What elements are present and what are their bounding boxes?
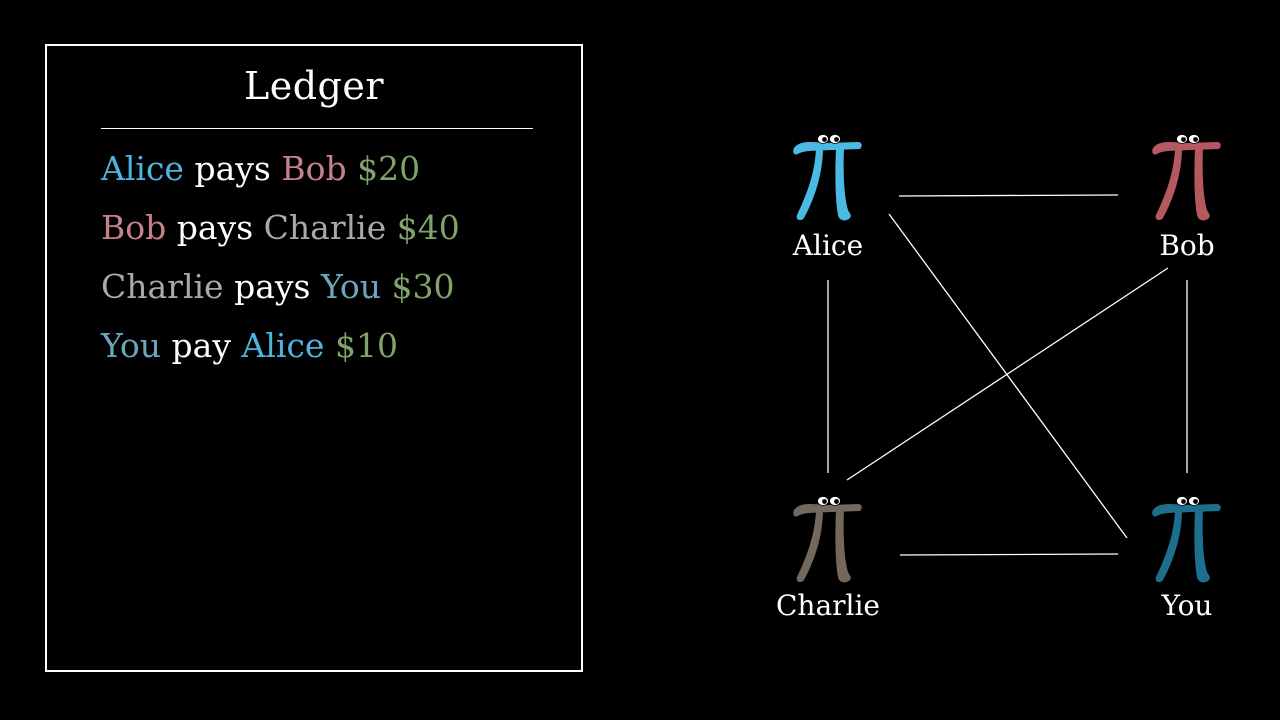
entry-payer: Bob bbox=[101, 208, 167, 247]
edge-bob-charlie bbox=[846, 267, 1169, 481]
node-charlie: Charlie bbox=[776, 496, 880, 622]
entry-amount: $20 bbox=[357, 149, 421, 188]
edge-alice-you bbox=[888, 213, 1128, 539]
entry-amount: $40 bbox=[396, 208, 460, 247]
node-you: You bbox=[1152, 496, 1221, 622]
pupil-icon bbox=[822, 137, 827, 142]
node-label-you: You bbox=[1161, 589, 1213, 622]
entry-payer: Alice bbox=[101, 149, 184, 188]
edge-alice-bob bbox=[898, 194, 1119, 197]
entry-payer: Charlie bbox=[101, 267, 224, 306]
ledger-title: Ledger bbox=[243, 64, 385, 108]
pi-creature-icon bbox=[1152, 134, 1221, 221]
pupil-icon bbox=[834, 499, 839, 504]
entry-payee: Charlie bbox=[263, 208, 387, 247]
entry-payer: You bbox=[101, 326, 162, 365]
pupil-icon bbox=[1193, 137, 1198, 142]
node-label-alice: Alice bbox=[792, 229, 863, 262]
ledger-entry: Charlie pays You $30 bbox=[101, 267, 455, 306]
node-label-bob: Bob bbox=[1159, 229, 1214, 262]
node-label-charlie: Charlie bbox=[776, 589, 880, 622]
network-edges bbox=[827, 194, 1188, 556]
ledger-entry: Alice pays Bob $20 bbox=[101, 149, 420, 188]
node-alice: Alice bbox=[792, 134, 863, 262]
ledger-divider bbox=[101, 128, 533, 129]
entry-verb: pays bbox=[234, 267, 311, 306]
node-bob: Bob bbox=[1152, 134, 1221, 262]
entry-verb: pays bbox=[176, 208, 254, 247]
pi-creature-icon bbox=[1152, 496, 1221, 583]
entry-verb: pay bbox=[171, 326, 231, 365]
entry-payee: Alice bbox=[241, 326, 325, 365]
pupil-icon bbox=[822, 499, 827, 504]
pupil-icon bbox=[834, 137, 839, 142]
entry-amount: $10 bbox=[334, 326, 398, 365]
entry-payee: You bbox=[320, 267, 382, 306]
pupil-icon bbox=[1181, 137, 1186, 142]
pi-creature-icon bbox=[793, 496, 862, 583]
entry-payee: Bob bbox=[281, 149, 347, 188]
pupil-icon bbox=[1181, 499, 1186, 504]
entry-verb: pays bbox=[194, 149, 271, 188]
ledger-entry: You pay Alice $10 bbox=[101, 326, 398, 365]
ledger-panel: Ledger Alice pays Bob $20 Bob pays Charl… bbox=[45, 44, 583, 672]
pi-creature-icon bbox=[793, 134, 862, 221]
ledger-entry: Bob pays Charlie $40 bbox=[101, 208, 460, 247]
edge-charlie-you bbox=[899, 553, 1119, 556]
entry-amount: $30 bbox=[391, 267, 455, 306]
pupil-icon bbox=[1193, 499, 1198, 504]
